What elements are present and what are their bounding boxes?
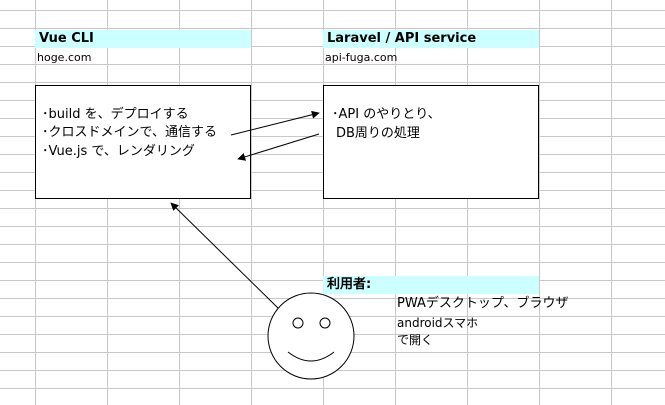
backend-line-db: DB周りの処理 [336, 126, 420, 141]
backend-host-label: api-fuga.com [325, 51, 398, 64]
smiley-face-icon [267, 292, 355, 380]
backend-box [323, 85, 539, 199]
vue-cli-header: Vue CLI [35, 30, 251, 48]
arrow-user-to-frontend [170, 202, 281, 311]
laravel-api-header: Laravel / API service [323, 30, 539, 48]
user-line-open: で開く [397, 333, 434, 347]
backend-line-api: ･API のやりとり、 [332, 107, 441, 122]
frontend-line-build: ･build を、デプロイする [42, 107, 189, 122]
user-line-pwa: PWAデスクトップ、ブラウザ [397, 296, 569, 311]
frontend-line-render: ･Vue.js で、レンダリング [42, 144, 195, 159]
arrow-api-to-render [237, 133, 320, 161]
frontend-line-cors: ･クロスドメインで、通信する [42, 125, 217, 140]
arrow-cors-to-api [230, 110, 320, 136]
user-header: 利用者: [323, 276, 539, 294]
user-line-android: androidスマホ [397, 316, 479, 330]
frontend-host-label: hoge.com [37, 51, 92, 64]
frontend-box [35, 85, 251, 199]
